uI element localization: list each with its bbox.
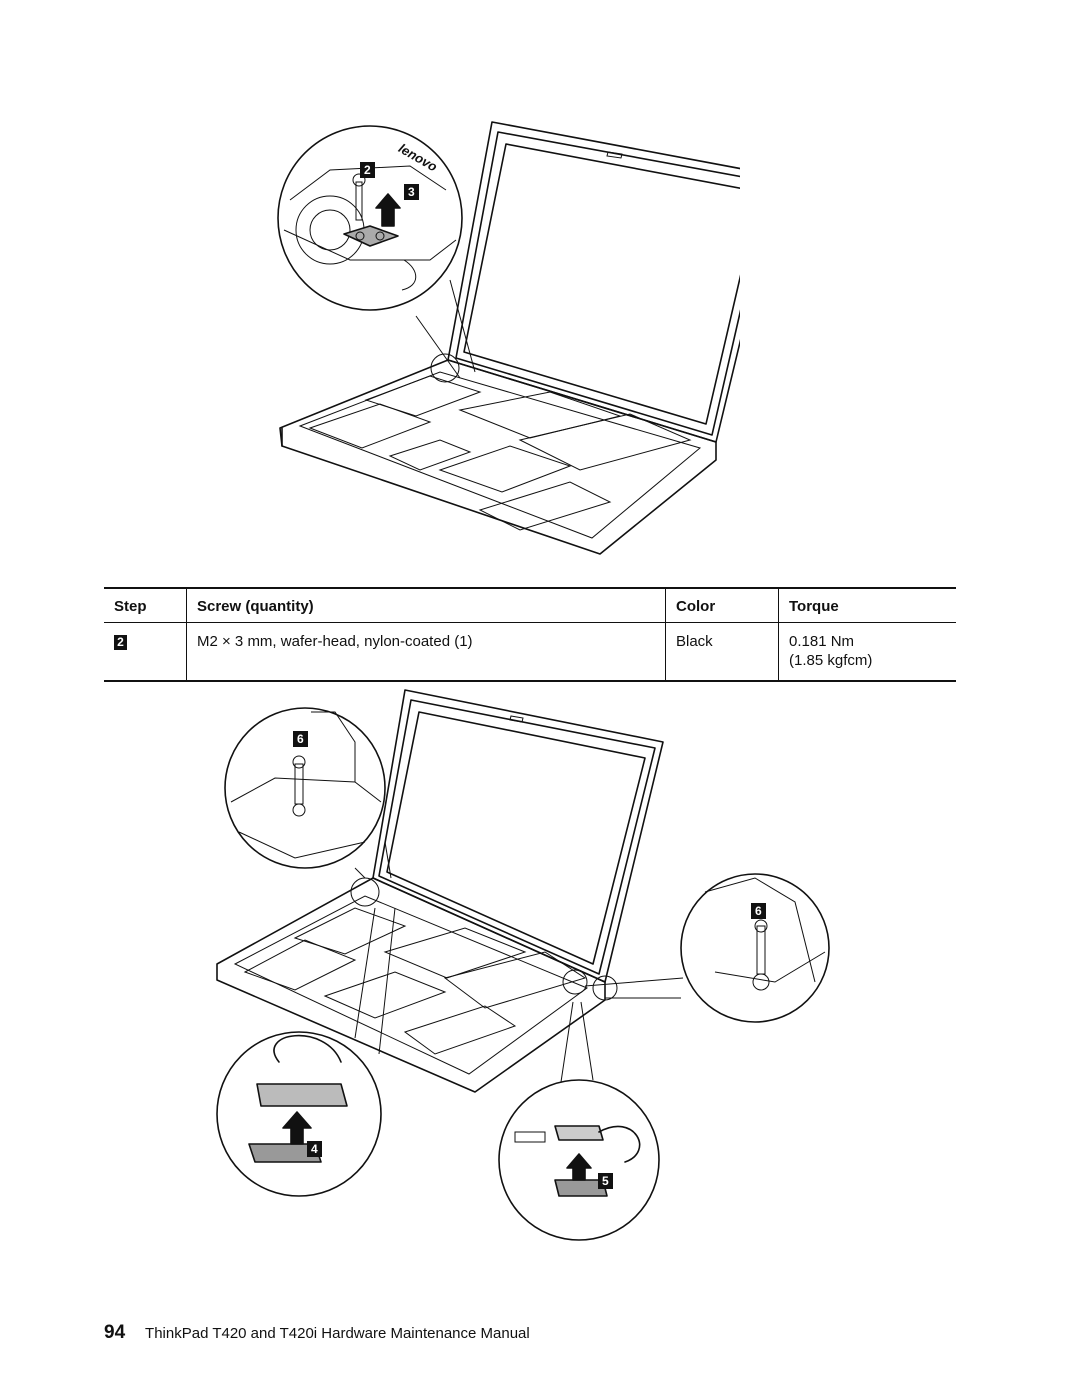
table-row: 2 M2 × 3 mm, wafer-head, nylon-coated (1… [104, 622, 956, 682]
svg-text:5: 5 [602, 1174, 609, 1188]
callout-6-left: 6 [293, 731, 309, 747]
callout-5: 5 [598, 1173, 614, 1189]
screw-spec-table: Step Screw (quantity) Color Torque 2 M2 … [104, 587, 956, 682]
page-number: 94 [104, 1322, 126, 1343]
header-screw: Screw (quantity) [186, 587, 666, 623]
svg-text:2: 2 [364, 163, 371, 177]
header-step: Step [104, 587, 187, 623]
top-figure-illustration [270, 110, 740, 570]
callout-4: 4 [307, 1141, 323, 1157]
svg-text:3: 3 [408, 185, 415, 199]
cell-step: 2 [104, 622, 187, 682]
cell-color: Black [665, 622, 779, 682]
svg-text:6: 6 [755, 904, 762, 918]
header-color: Color [665, 587, 779, 623]
torque-kgfcm: (1.85 kgfcm) [789, 652, 873, 669]
svg-text:6: 6 [297, 732, 304, 746]
cell-screw: M2 × 3 mm, wafer-head, nylon-coated (1) [186, 622, 666, 682]
header-torque: Torque [778, 587, 956, 623]
callout-2-top: 2 [360, 162, 376, 178]
callout-3-top: 3 [404, 184, 420, 200]
page-footer: 94 ThinkPad T420 and T420i Hardware Main… [104, 1322, 530, 1344]
torque-nm: 0.181 Nm [789, 633, 855, 650]
cell-torque: 0.181 Nm (1.85 kgfcm) [778, 622, 956, 682]
manual-title: ThinkPad T420 and T420i Hardware Mainten… [145, 1325, 530, 1342]
step-badge: 2 [114, 635, 127, 650]
svg-text:4: 4 [311, 1142, 318, 1156]
callout-6-right: 6 [751, 903, 767, 919]
bottom-figure-illustration [215, 682, 835, 1272]
table-header-row: Step Screw (quantity) Color Torque [104, 587, 956, 623]
